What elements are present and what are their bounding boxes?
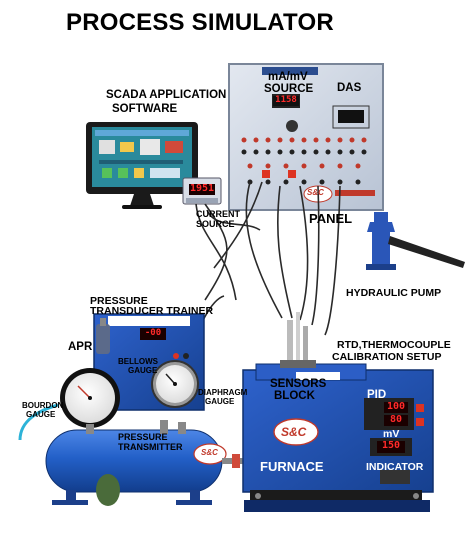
current-source-label-line1: CURRENT: [196, 209, 240, 219]
diaphragm-gauge-label-line1: DIAPHRAGM: [198, 388, 248, 397]
pid-label: PID: [367, 389, 387, 401]
diaphragm-gauge: [151, 360, 199, 408]
scada-label-line1: SCADA APPLICATION: [106, 89, 227, 101]
sensors-block-label-line1: SENSORS: [270, 378, 327, 390]
trainer-display: -00: [141, 329, 165, 339]
pressure-transmitter-label-line1: PRESSURE: [118, 432, 168, 442]
sensors-block-label-line2: BLOCK: [274, 390, 315, 402]
furnace-logo: S&C: [281, 425, 307, 439]
bellows-gauge-label-line2: GAUGE: [128, 366, 158, 375]
mv-indicator-label-line2: INDICATOR: [366, 461, 424, 473]
rtd-label-line1: RTD,THERMOCOUPLE: [337, 339, 451, 351]
ma-mv-label-line1: mA/mV: [268, 71, 308, 83]
bellows-gauge-label-line1: BELLOWS: [118, 357, 158, 366]
page-title: PROCESS SIMULATOR: [66, 9, 334, 36]
panel-source-display: 1158: [273, 96, 299, 106]
panel-label: PANEL: [309, 211, 353, 226]
current-source-label-line2: SOURCE: [196, 219, 235, 229]
furnace-label: FURNACE: [260, 459, 324, 474]
mv-indicator-display: 150: [377, 441, 405, 453]
pid-top-display: 100: [384, 402, 408, 413]
pressure-trainer-label-line1: PRESSURE: [90, 295, 148, 307]
scada-label-line2: SOFTWARE: [112, 103, 178, 115]
bourdon-gauge: [60, 368, 120, 428]
diaphragm-gauge-label-line2: GAUGE: [205, 397, 235, 406]
ma-mv-label-line2: SOURCE: [264, 83, 314, 95]
mv-indicator-label-line1: mV: [383, 428, 400, 440]
tank-logo: S&C: [201, 448, 218, 457]
rtd-label-line2: CALIBRATION SETUP: [332, 351, 442, 363]
pid-bottom-display: 80: [384, 415, 408, 426]
bourdon-gauge-label-line1: BOURDON: [22, 401, 64, 410]
panel-logo: S&C: [307, 188, 324, 197]
current-source-display: 1951: [189, 183, 215, 195]
das-label: DAS: [337, 82, 362, 94]
pressure-trainer-label-line2: TRANSDUCER TRAINER: [90, 305, 214, 317]
apr-label: APR: [68, 341, 93, 353]
scada-monitor: [86, 122, 198, 209]
blue-tube: [18, 403, 59, 441]
hydraulic-pump-label: HYDRAULIC PUMP: [346, 287, 442, 299]
bourdon-gauge-label-line2: GAUGE: [26, 410, 56, 419]
hydraulic-pump: [366, 212, 465, 270]
pressure-transmitter-label-line2: TRANSMITTER: [118, 442, 183, 452]
